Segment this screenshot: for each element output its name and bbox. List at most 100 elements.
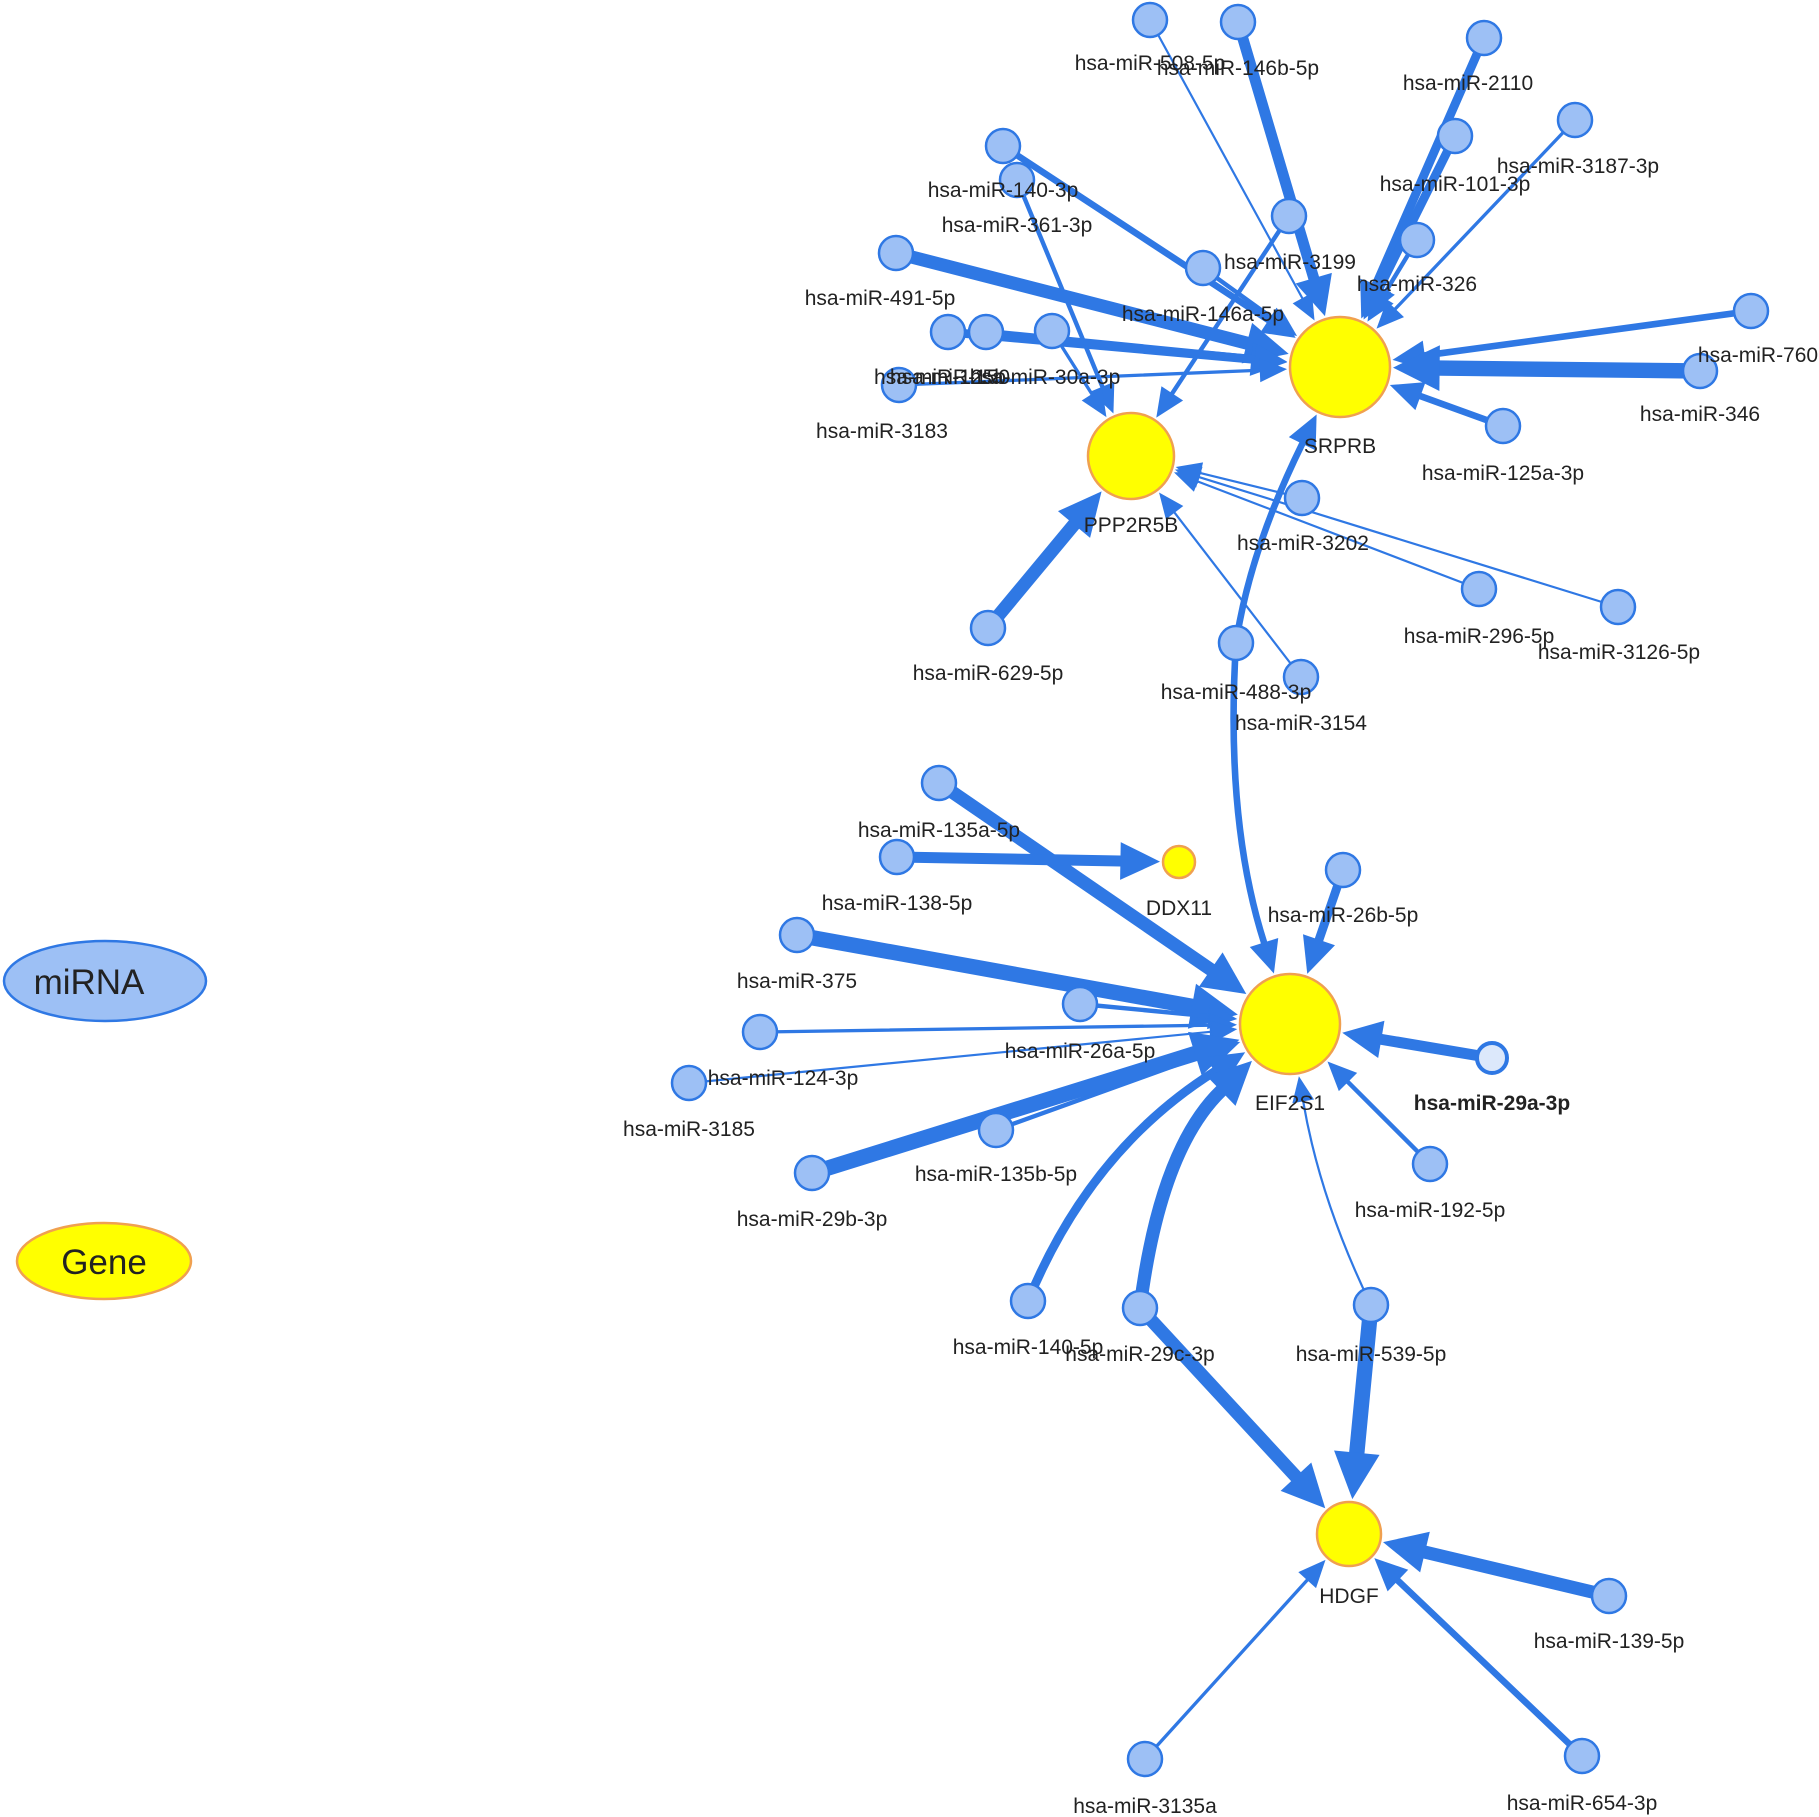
mirna-node-m3187[interactable] [1556, 101, 1594, 139]
edge-m29b-EIF2S1 [804, 1045, 1203, 1181]
mirna-node-m3199[interactable] [1270, 197, 1308, 235]
mirna-label: hsa-miR-508-5p [1075, 52, 1226, 75]
gene-label: PPP2R5B [1084, 514, 1179, 537]
mirna-label: hsa-miR-29b-3p [737, 1208, 888, 1231]
mirna-node-m3185[interactable] [670, 1064, 708, 1102]
mirna-node-m488[interactable] [1217, 624, 1255, 662]
gene-label: DDX11 [1146, 897, 1212, 920]
edge-arrowhead [1198, 952, 1247, 995]
mirna-node-m29c[interactable] [1121, 1289, 1159, 1327]
mirna-node-m29a[interactable] [1475, 1041, 1509, 1075]
mirna-label: hsa-miR-150 [890, 366, 1010, 389]
mirna-label: hsa-miR-2110 [1403, 72, 1533, 95]
mirna-node-m346[interactable] [1681, 352, 1719, 390]
edge-arrowhead [1367, 290, 1394, 322]
mirna-node-m296[interactable] [1460, 570, 1498, 608]
edge-arrowhead [1081, 387, 1107, 418]
mirna-node-m654[interactable] [1563, 1737, 1601, 1775]
mirna-node-m539[interactable] [1352, 1286, 1390, 1324]
mirna-label: hsa-miR-124-3p [708, 1067, 859, 1090]
mirna-label: hsa-miR-375 [737, 970, 857, 993]
mirna-node-m140_5p[interactable] [1009, 1282, 1047, 1320]
mirna-node-m3126[interactable] [1599, 588, 1637, 626]
mirna-label: hsa-miR-3202 [1237, 532, 1369, 555]
mirna-label: hsa-miR-326 [1357, 273, 1477, 296]
mirna-node-m29b[interactable] [793, 1154, 831, 1192]
edge-m3135a-HDGF [1143, 1578, 1309, 1761]
edge-m3183-SRPRB [897, 368, 1262, 387]
mirna-node-m135b[interactable] [977, 1111, 1015, 1149]
edge-m3187-SRPRB [1393, 118, 1577, 311]
legend-gene-swatch [15, 1221, 193, 1301]
mirna-node-m135a[interactable] [920, 764, 958, 802]
edge-m488-SRPRB [1232, 440, 1306, 647]
mirna-node-m326[interactable] [1398, 221, 1436, 259]
mirna-node-m30a[interactable] [1033, 312, 1071, 350]
edge-m26a-EIF2S1 [1077, 1001, 1211, 1019]
mirna-node-m125a[interactable] [1484, 407, 1522, 445]
gene-node-hdgf[interactable] [1315, 1500, 1383, 1568]
edge-arrowhead [1334, 1450, 1380, 1500]
edge-m346-SRPRB [1431, 360, 1708, 379]
gene-node-ddx11[interactable] [1161, 844, 1197, 880]
edge-arrowhead [1327, 1061, 1358, 1092]
mirna-label: hsa-miR-3187-3p [1497, 155, 1659, 178]
edge-m491-SRPRB [889, 246, 1254, 350]
mirna-label: hsa-miR-26a-5p [1005, 1040, 1156, 1063]
mirna-label: hsa-miR-3135a [1073, 1795, 1217, 1817]
mirna-node-m361[interactable] [998, 161, 1036, 199]
mirna-node-m508[interactable] [1131, 1, 1169, 39]
mirna-label: hsa-miR-26b-5p [1268, 904, 1419, 927]
mirna-label: hsa-miR-138-5p [822, 892, 973, 915]
mirna-node-m125b[interactable] [967, 313, 1005, 351]
mirna-label: hsa-miR-539-5p [1296, 1343, 1447, 1366]
gene-node-eif2s1[interactable] [1238, 972, 1342, 1076]
mirna-node-m124[interactable] [741, 1013, 779, 1051]
edge-m508-SRPRB [1148, 18, 1304, 300]
mirna-node-m3135a[interactable] [1126, 1740, 1164, 1778]
edge-m654-HDGF [1394, 1577, 1586, 1760]
mirna-label: hsa-miR-29c-3p [1065, 1343, 1214, 1366]
edge-m760-SRPRB [1421, 307, 1755, 359]
mirna-node-m140_3p[interactable] [984, 127, 1022, 165]
gene-node-ppp2r5b[interactable] [1086, 411, 1176, 501]
gene-node-srprb[interactable] [1288, 315, 1392, 419]
gene-label: HDGF [1319, 1585, 1379, 1608]
mirna-node-m629[interactable] [969, 609, 1007, 647]
mirna-node-m491[interactable] [877, 234, 915, 272]
gene-label: EIF2S1 [1255, 1092, 1325, 1115]
mirna-node-m3183[interactable] [880, 366, 918, 404]
mirna-node-m26a[interactable] [1061, 985, 1099, 1023]
mirna-node-m146b[interactable] [1219, 3, 1257, 41]
edge-arrowhead [1292, 1076, 1315, 1104]
mirna-label: hsa-miR-146a-5p [1122, 303, 1284, 326]
mirna-node-m760[interactable] [1732, 292, 1770, 330]
mirna-node-m3154[interactable] [1282, 658, 1320, 696]
mirna-node-m101[interactable] [1436, 117, 1474, 155]
edge-arrowhead [1295, 272, 1332, 317]
mirna-node-m375[interactable] [778, 916, 816, 954]
mirna-label: hsa-miR-140-3p [928, 179, 1079, 202]
mirna-node-m138[interactable] [878, 838, 916, 876]
mirna-node-m3202[interactable] [1283, 479, 1321, 517]
edge-arrowhead [1188, 1031, 1240, 1076]
edge-m29c-EIF2S1 [1133, 1084, 1228, 1315]
edge-arrowhead [1292, 292, 1315, 321]
edge-arrowhead [1383, 1531, 1430, 1573]
edge-m3199-PPP2R5B [1170, 213, 1292, 396]
mirna-node-m192[interactable] [1411, 1145, 1449, 1183]
edge-m29a-EIF2S1 [1375, 1033, 1498, 1064]
edges-layer [687, 16, 1755, 1761]
edge-m192-EIF2S1 [1345, 1079, 1433, 1167]
mirna-label: hsa-miR-3126-5p [1538, 641, 1700, 664]
mirna-node-m150[interactable] [929, 313, 967, 351]
edge-arrowhead [1280, 1462, 1326, 1509]
edge-arrowhead [1057, 491, 1102, 538]
edge-m135a-EIF2S1 [932, 776, 1218, 977]
edge-arrowhead [1288, 414, 1317, 451]
mirna-label: hsa-miR-346 [1640, 403, 1760, 426]
mirna-node-m26b[interactable] [1324, 851, 1362, 889]
mirna-node-m2110[interactable] [1465, 19, 1503, 57]
mirna-node-m146a[interactable] [1184, 249, 1222, 287]
mirna-node-m139[interactable] [1590, 1577, 1628, 1615]
